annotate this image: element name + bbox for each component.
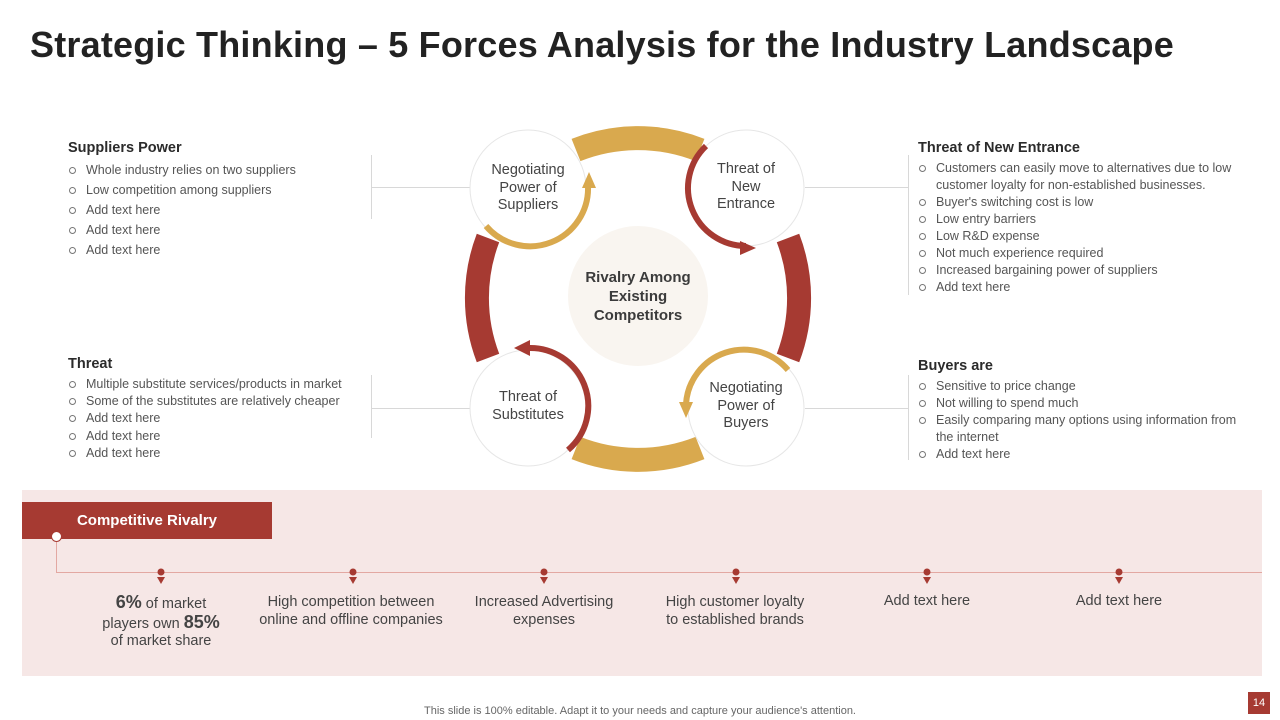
arrow-head xyxy=(740,241,756,255)
node-label-buyers: Negotiating Power of Buyers xyxy=(709,380,783,431)
page-number: 14 xyxy=(1248,692,1270,714)
new-entrance-panel: Threat of New Entrance Customers can eas… xyxy=(918,140,1258,296)
node-label-new-entrance: Threat of New Entrance xyxy=(716,161,776,212)
ring-segment-left xyxy=(464,233,500,363)
suppliers-power-list: Whole industry relies on two suppliers L… xyxy=(68,160,368,260)
arrow-buyers xyxy=(683,346,791,405)
timeline-marker xyxy=(349,568,357,584)
step-text: players own xyxy=(102,615,184,632)
timeline-marker xyxy=(540,568,548,584)
ring-segment-bottom xyxy=(571,436,705,472)
list-item: Low competition among suppliers xyxy=(68,180,368,200)
step-text: of market share xyxy=(110,633,212,649)
step-text: of market xyxy=(141,596,207,612)
competitive-rivalry-tag: Competitive Rivalry xyxy=(22,502,272,539)
list-item: Customers can easily move to alternative… xyxy=(918,160,1258,194)
node-label-suppliers: Negotiating Power of Suppliers xyxy=(491,162,565,213)
substitutes-heading: Threat xyxy=(68,356,113,372)
list-item: Low entry barriers xyxy=(918,211,1258,228)
arrow-new-entrance xyxy=(685,143,747,249)
suppliers-power-panel: Suppliers Power Whole industry relies on… xyxy=(68,140,368,260)
market-pct-85: 85% xyxy=(183,611,220,632)
timeline-marker xyxy=(1115,568,1123,584)
connector-line xyxy=(372,187,475,188)
arrow-head xyxy=(582,172,596,188)
divider xyxy=(371,155,372,219)
timeline-marker xyxy=(732,568,740,584)
rivalry-step-market-share: 6% of market players own 85% of market s… xyxy=(66,592,256,651)
rivalry-step: Add text here xyxy=(1075,593,1163,609)
arrow-substitutes xyxy=(527,344,592,453)
timeline-marker xyxy=(923,568,931,584)
arrow-head xyxy=(679,402,693,418)
footer-note: This slide is 100% editable. Adapt it to… xyxy=(424,705,856,717)
timeline-marker xyxy=(157,568,165,584)
substitutes-list: Multiple substitute services/products in… xyxy=(68,376,368,462)
buyers-panel: Buyers are Sensitive to price change Not… xyxy=(918,358,1248,463)
list-item: Multiple substitute services/products in… xyxy=(68,376,368,393)
rivalry-step: High customer loyalty to established bra… xyxy=(665,594,805,628)
list-item: Not willing to spend much xyxy=(918,395,1248,412)
list-item: Easily comparing many options using info… xyxy=(918,412,1248,446)
arrow-suppliers xyxy=(483,185,592,250)
node-label-substitutes: Threat of Substitutes xyxy=(492,389,564,423)
list-item: Add text here xyxy=(68,200,368,220)
center-label: Rivalry Among Existing Competitors xyxy=(585,269,691,324)
list-item: Add text here xyxy=(68,445,368,462)
divider xyxy=(371,375,372,438)
list-item: Low R&D expense xyxy=(918,228,1258,245)
buyers-heading: Buyers are xyxy=(918,358,993,374)
timeline-stem xyxy=(56,537,57,573)
divider xyxy=(908,375,909,460)
connector-line xyxy=(805,408,908,409)
list-item: Increased bargaining power of suppliers xyxy=(918,262,1258,279)
connector-line xyxy=(805,187,908,188)
list-item: Some of the substitutes are relatively c… xyxy=(68,393,368,410)
rivalry-step: Increased Advertising expenses xyxy=(474,594,614,628)
rivalry-step: High competition between online and offl… xyxy=(259,594,443,628)
list-item: Whole industry relies on two suppliers xyxy=(68,160,368,180)
list-item: Not much experience required xyxy=(918,245,1258,262)
market-pct-6: 6% xyxy=(115,592,142,612)
new-entrance-list: Customers can easily move to alternative… xyxy=(918,160,1258,296)
list-item: Buyer's switching cost is low xyxy=(918,194,1258,211)
list-item: Sensitive to price change xyxy=(918,378,1248,395)
connector-line xyxy=(372,408,475,409)
list-item: Add text here xyxy=(918,279,1258,296)
ring-segment-top xyxy=(571,126,705,162)
ring-segment-right xyxy=(776,233,812,363)
divider xyxy=(908,155,909,295)
page-title: Strategic Thinking – 5 Forces Analysis f… xyxy=(30,24,1174,65)
new-entrance-heading: Threat of New Entrance xyxy=(918,140,1080,156)
buyers-list: Sensitive to price change Not willing to… xyxy=(918,378,1248,463)
list-item: Add text here xyxy=(68,220,368,240)
list-item: Add text here xyxy=(68,240,368,260)
five-forces-wheel xyxy=(464,126,812,472)
arrow-head xyxy=(514,340,530,356)
list-item: Add text here xyxy=(68,428,368,445)
suppliers-power-heading: Suppliers Power xyxy=(68,140,182,156)
rivalry-step: Add text here xyxy=(883,593,971,609)
center-circle xyxy=(568,226,708,366)
list-item: Add text here xyxy=(918,446,1248,463)
timeline-line xyxy=(56,572,1262,573)
timeline-start-dot xyxy=(51,531,62,542)
substitutes-panel: Threat Multiple substitute services/prod… xyxy=(68,356,368,462)
list-item: Add text here xyxy=(68,410,368,427)
